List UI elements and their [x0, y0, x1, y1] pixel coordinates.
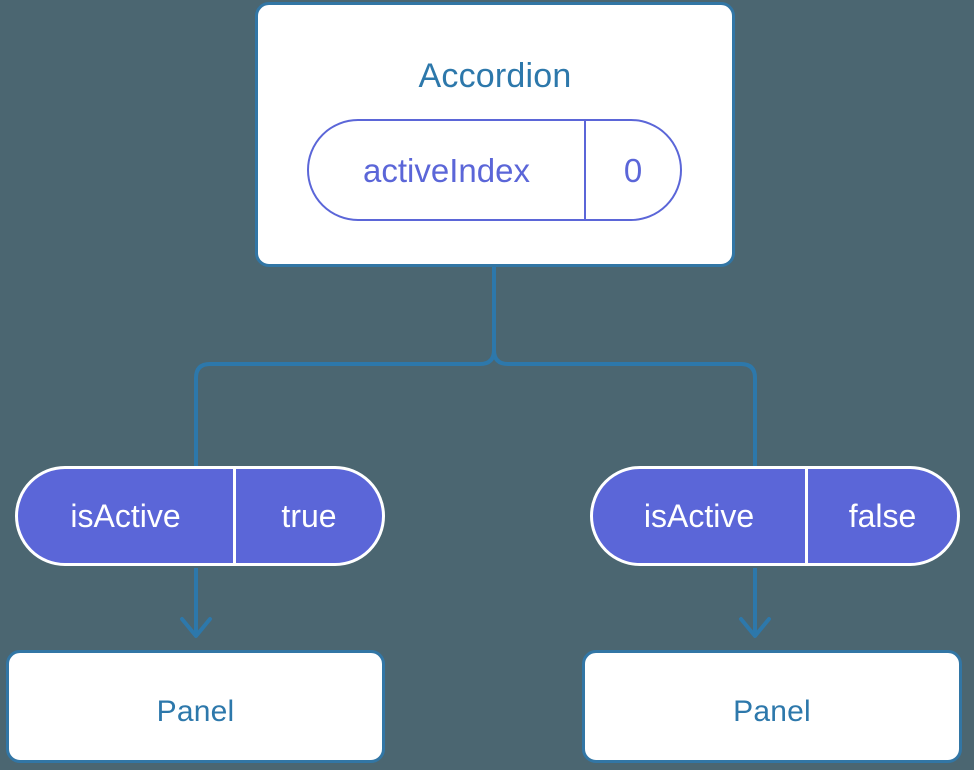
accordion-title: Accordion [418, 57, 572, 95]
panel-title: Panel [733, 695, 811, 728]
panel-component-card-right[interactable]: Panel [582, 650, 962, 763]
state-pill-active-index[interactable]: activeIndex 0 [307, 119, 682, 221]
panel-title: Panel [156, 695, 235, 728]
arrowhead-left-icon [180, 617, 212, 638]
arrowhead-right-icon [739, 617, 771, 638]
prop-pill-key: isActive [593, 469, 808, 563]
state-pill-value: 0 [623, 151, 643, 189]
prop-pill-value: false [848, 498, 917, 534]
connector-root-to-left [194, 265, 496, 468]
panel-component-card-left[interactable]: Panel [6, 650, 385, 763]
prop-pill-is-active-false[interactable]: isActive false [590, 466, 960, 566]
prop-pill-key: isActive [18, 469, 236, 563]
connector-root-to-right [492, 265, 757, 468]
prop-pill-value: true [281, 498, 337, 534]
prop-pill-is-active-true[interactable]: isActive true [15, 466, 385, 566]
state-pill-key: activeIndex [309, 121, 586, 219]
